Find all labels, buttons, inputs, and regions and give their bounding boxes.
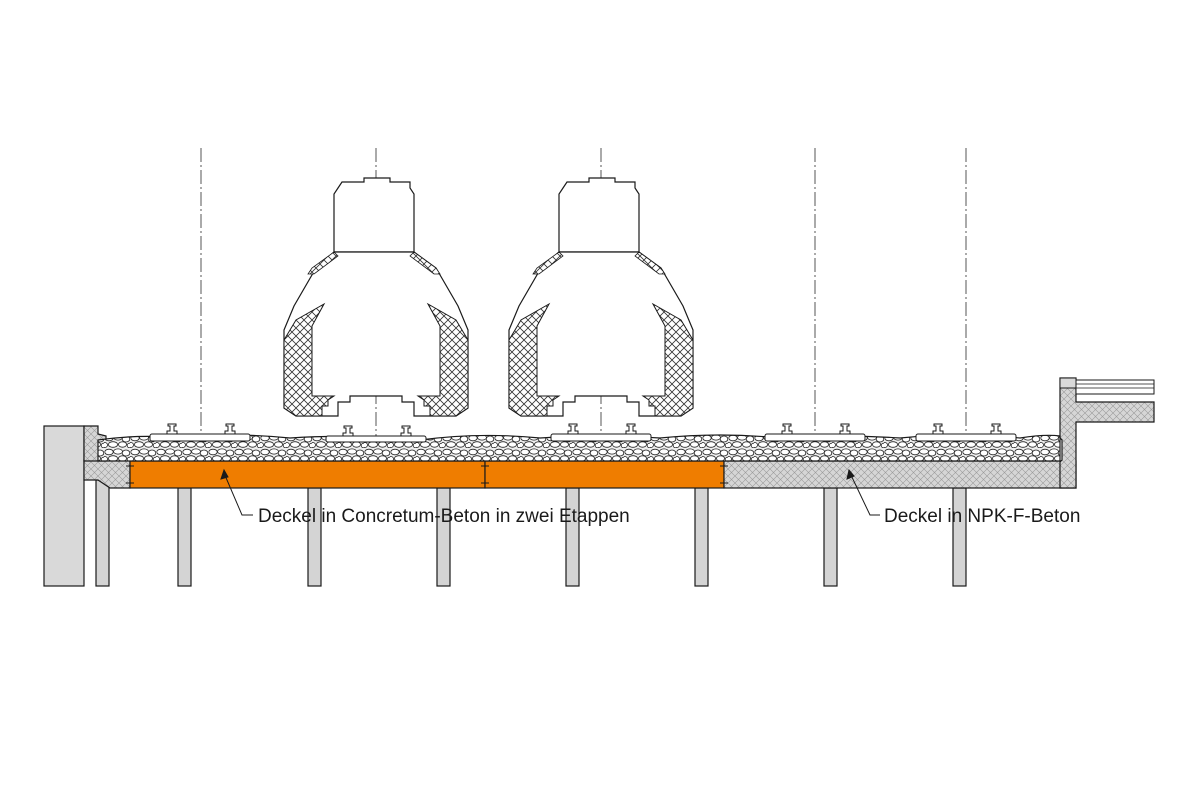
rail <box>166 423 178 435</box>
support-piers <box>95 479 967 587</box>
platform-railing <box>1075 379 1155 395</box>
right-wall <box>1059 377 1155 489</box>
deck-npk <box>723 460 1077 489</box>
label-concretum-deck: Deckel in Concretum-Beton in zwei Etappe… <box>258 506 630 527</box>
deck-concretum-stage-1 <box>129 460 486 489</box>
pier <box>177 487 192 587</box>
leader-concretum <box>220 468 253 516</box>
pier <box>823 487 838 587</box>
rail <box>990 423 1002 435</box>
sleeper <box>764 433 866 442</box>
vehicle-profile-right <box>508 177 694 417</box>
sleeper <box>915 433 1017 442</box>
deck-slab <box>83 459 1077 489</box>
pier <box>436 487 451 587</box>
sleeper <box>325 435 427 443</box>
pier <box>95 479 110 587</box>
pier <box>694 487 709 587</box>
rails <box>166 423 1002 437</box>
label-npk-deck: Deckel in NPK-F-Beton <box>884 506 1080 527</box>
rail <box>400 425 412 437</box>
sleepers <box>149 433 1017 443</box>
platform-top <box>1059 377 1077 389</box>
rail <box>224 423 236 435</box>
pier <box>952 487 967 587</box>
rail <box>625 423 637 435</box>
rail <box>342 425 354 437</box>
deck-end-left <box>83 459 131 489</box>
pier <box>565 487 580 587</box>
sleeper <box>550 433 652 442</box>
leader-npk <box>846 468 880 516</box>
sleeper <box>149 433 251 442</box>
rail <box>839 423 851 435</box>
rail <box>781 423 793 435</box>
deck-concretum-stage-2 <box>484 460 725 489</box>
rail <box>932 423 944 435</box>
rail <box>567 423 579 435</box>
pier <box>307 487 322 587</box>
vehicle-profile-left <box>283 177 469 417</box>
joint-marks <box>126 464 728 486</box>
